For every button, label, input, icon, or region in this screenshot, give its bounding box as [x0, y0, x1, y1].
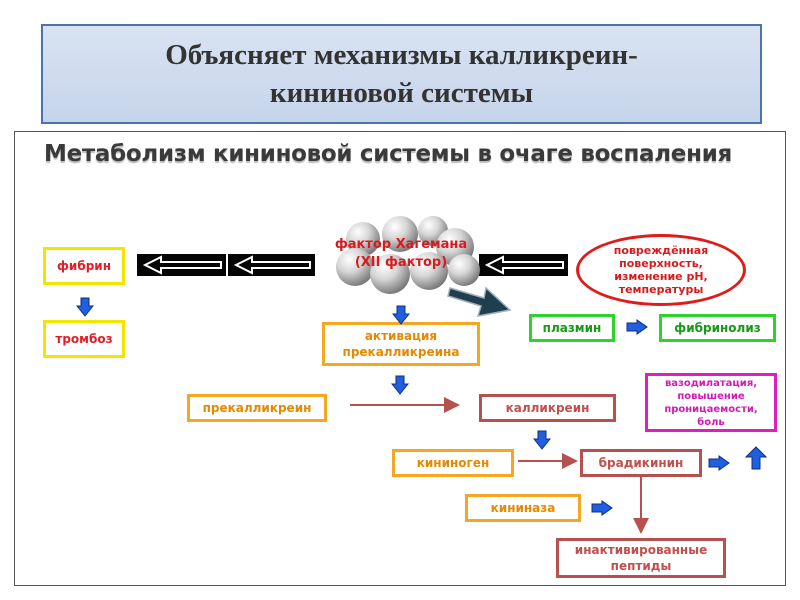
- node-fibrin: фибрин: [43, 247, 125, 285]
- node-bradykinin: брадикинин: [580, 449, 702, 477]
- node-kallikrein: калликреин: [479, 394, 616, 422]
- blue-arrow-down-icon: [391, 375, 409, 395]
- black-arrow-left-3: [479, 254, 568, 276]
- diagram-title: Метаболизм кининовой системы в очаге вос…: [44, 141, 732, 167]
- node-kininase: кининаза: [465, 494, 581, 522]
- node-prekallikrein: прекалликреин: [187, 394, 327, 422]
- node-activation: активация прекалликреина: [322, 322, 480, 366]
- blue-arrow-right-icon: [708, 455, 730, 471]
- blue-arrow-up-icon: [745, 446, 767, 470]
- hageman-factor-label: фактор Хагемана (XII фактор): [334, 237, 468, 270]
- node-plasmin: плазмин: [529, 314, 615, 342]
- node-thrombosis: тромбоз: [43, 320, 125, 358]
- blue-arrow-right-icon: [591, 500, 613, 516]
- blue-arrow-down-icon: [392, 305, 410, 325]
- dark-diagonal-arrow-icon: [447, 286, 512, 317]
- blue-arrow-down-icon: [533, 430, 551, 450]
- slide-title-box: Объясняет механизмы калликреин- кининово…: [41, 24, 762, 124]
- blue-arrow-down-icon: [76, 297, 94, 317]
- blue-arrow-right-icon: [626, 319, 648, 335]
- damage-ellipse: повреждённая поверхность, изменение рН, …: [576, 234, 746, 306]
- black-arrow-left-1: [137, 254, 226, 276]
- node-inactivated: инактивированные пептиды: [556, 538, 726, 578]
- slide-title: Объясняет механизмы калликреин- кининово…: [165, 39, 638, 109]
- node-kininogen: кининоген: [392, 449, 514, 477]
- node-effects: вазодилатация, повышение проницаемости, …: [645, 373, 777, 432]
- node-fibrinolysis: фибринолиз: [659, 314, 776, 342]
- black-arrow-left-2: [228, 254, 315, 276]
